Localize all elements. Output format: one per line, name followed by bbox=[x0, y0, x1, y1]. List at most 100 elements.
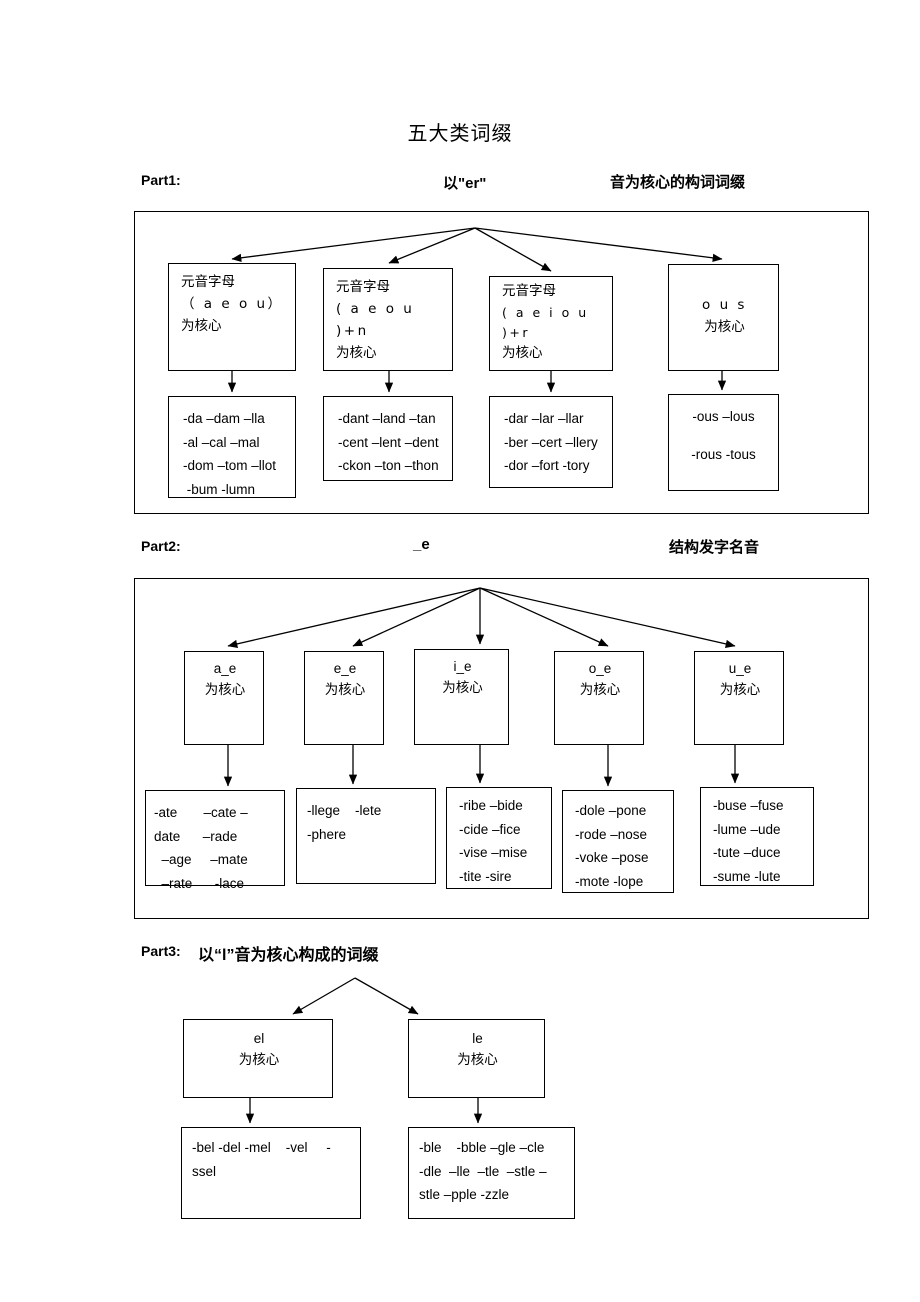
part3-heading: 以“l”音为核心构成的词缀 bbox=[198, 947, 379, 964]
page-title: 五大类词缀 bbox=[407, 123, 513, 145]
part2-suffix-2-row-1: -cide –fice bbox=[459, 821, 521, 837]
part1-frame bbox=[134, 211, 869, 514]
part2-node-3-text: o_e 为核心 bbox=[555, 652, 643, 702]
part3-suffix-1: -ble -bble –gle –cle -dle –lle –tle –stl… bbox=[408, 1127, 575, 1219]
part1-node-2-line1: 元音字母 bbox=[502, 283, 556, 299]
part1-suffix-1: -dant –land –tan -cent –lent –dent -ckon… bbox=[323, 396, 453, 481]
part2-suffix-1-list: -llege -lete -phere bbox=[297, 789, 435, 846]
part2-label: Part2: bbox=[141, 538, 181, 554]
part3-node-0-line2: 为核心 bbox=[238, 1051, 280, 1068]
part2-suffix-0: -ate –cate – date –rade –age –mate –rate… bbox=[145, 790, 285, 891]
part1-node-3-text: o u s 为核心 bbox=[669, 265, 778, 339]
part3-suffix-0-row-1: ssel bbox=[192, 1163, 217, 1179]
part2-node-3-line2: 为核心 bbox=[579, 681, 621, 698]
part2-node-4: u_e 为核心 bbox=[694, 651, 784, 745]
part2-node-4-line1: u_e bbox=[728, 661, 752, 676]
part2-node-0-line1: a_e bbox=[213, 661, 237, 676]
part1-node-2-line2: ( a e i o u )+r bbox=[502, 304, 589, 341]
part1-node-2: 元音字母 ( a e i o u )+r 为核心 bbox=[489, 276, 613, 371]
part1-suffix-2-row-1: -ber –cert –llery bbox=[504, 434, 598, 450]
part3-node-0: el 为核心 bbox=[183, 1019, 333, 1098]
part2-suffix-0-row-0: -ate –cate – bbox=[154, 805, 248, 820]
part1-suffix-1-row-1: -cent –lent –dent bbox=[338, 434, 439, 450]
part1-suffix-2-list: -dar –lar –llar -ber –cert –llery -dor –… bbox=[490, 397, 612, 478]
part1-node-3-line1: o u s bbox=[702, 297, 747, 313]
part1-suffix-0-row-0: -da –dam –lla bbox=[183, 411, 265, 426]
part1-node-1-line2: ( a e o u )+n bbox=[336, 300, 415, 339]
part1-suffix-1-list: -dant –land –tan -cent –lent –dent -ckon… bbox=[324, 397, 452, 478]
part1-suffix-0-row-1: -al –cal –mal bbox=[183, 434, 260, 450]
part1-node-0-line1: 元音字母 bbox=[181, 274, 235, 290]
part1-node-2-line3: 为核心 bbox=[502, 345, 543, 362]
part2-node-2: i_e 为核心 bbox=[414, 649, 509, 745]
part2-suffix-1: -llege -lete -phere bbox=[296, 788, 436, 884]
part1-suffix-2: -dar –lar –llar -ber –cert –llery -dor –… bbox=[489, 396, 613, 488]
part3-suffix-1-list: -ble -bble –gle –cle -dle –lle –tle –stl… bbox=[409, 1128, 574, 1207]
part1-label: Part1: bbox=[141, 172, 181, 188]
part1-node-3-line2: 为核心 bbox=[704, 318, 745, 335]
part2-suffix-4: -buse –fuse -lume –ude -tute –duce -sume… bbox=[700, 787, 814, 886]
part1-suffix-0-row-2: -dom –tom –llot bbox=[183, 458, 277, 474]
part2-node-2-line2: 为核心 bbox=[442, 679, 483, 696]
part2-node-1-line1: e_e bbox=[333, 661, 357, 676]
part2-suffix-4-row-0: -buse –fuse bbox=[713, 798, 784, 813]
part2-suffix-3-row-2: -voke –pose bbox=[575, 850, 649, 866]
part2-node-0-line2: 为核心 bbox=[204, 681, 246, 698]
part2-suffix-2-row-3: -tite -sire bbox=[459, 868, 512, 884]
part1-suffix-2-row-2: -dor –fort -tory bbox=[504, 458, 590, 474]
part3-suffix-1-row-0: -ble -bble –gle –cle bbox=[419, 1140, 545, 1155]
part1-node-3: o u s 为核心 bbox=[668, 264, 779, 371]
part2-node-1-text: e_e 为核心 bbox=[305, 652, 383, 702]
part2-suffix-4-row-1: -lume –ude bbox=[713, 821, 781, 837]
part3-suffix-0-row-0: -bel -del -mel -vel - bbox=[192, 1140, 331, 1155]
part1-node-1-line3: 为核心 bbox=[336, 344, 377, 361]
part1-right-text: 音为核心的构词词缀 bbox=[610, 174, 746, 191]
part1-suffix-0-list: -da –dam –lla -al –cal –mal -dom –tom –l… bbox=[169, 397, 295, 502]
part2-suffix-3-row-0: -dole –pone bbox=[575, 803, 647, 818]
part2-node-4-text: u_e 为核心 bbox=[695, 652, 783, 702]
part3-suffix-0-list: -bel -del -mel -vel - ssel bbox=[182, 1128, 360, 1183]
part1-node-0-line3: 为核心 bbox=[181, 317, 222, 334]
part2-suffix-2-row-0: -ribe –bide bbox=[459, 798, 523, 813]
part3-node-1: le 为核心 bbox=[408, 1019, 545, 1098]
part3-node-1-line1: le bbox=[472, 1031, 483, 1046]
part3-fan-arrows bbox=[292, 977, 419, 1015]
part2-suffix-4-list: -buse –fuse -lume –ude -tute –duce -sume… bbox=[701, 788, 813, 889]
part1-suffix-3-row-1 bbox=[669, 429, 778, 443]
part3-label: Part3: bbox=[141, 943, 181, 959]
part1-node-2-text: 元音字母 ( a e i o u )+r 为核心 bbox=[490, 277, 612, 365]
part2-suffix-2: -ribe –bide -cide –fice -vise –mise -tit… bbox=[446, 787, 552, 889]
part3-suffix-0: -bel -del -mel -vel - ssel bbox=[181, 1127, 361, 1219]
part1-node-1-line1: 元音字母 bbox=[336, 279, 390, 295]
part2-suffix-0-row-2: –age –mate bbox=[154, 852, 248, 868]
part2-node-0: a_e 为核心 bbox=[184, 651, 264, 745]
part1-suffix-1-row-0: -dant –land –tan bbox=[338, 411, 436, 426]
part2-node-2-text: i_e 为核心 bbox=[415, 650, 508, 700]
part1-node-0-line2: （ a e o u） bbox=[181, 295, 284, 312]
part2-suffix-3: -dole –pone -rode –nose -voke –pose -mot… bbox=[562, 790, 674, 893]
part2-suffix-4-row-2: -tute –duce bbox=[713, 845, 781, 861]
part1-suffix-2-row-0: -dar –lar –llar bbox=[504, 411, 584, 426]
part1-suffix-3-list: -ous –lous -rous -tous bbox=[669, 395, 778, 466]
part1-node-0-text: 元音字母 （ a e o u） 为核心 bbox=[169, 264, 295, 338]
part2-suffix-1-row-0: -llege -lete bbox=[307, 803, 382, 818]
part2-suffix-2-row-2: -vise –mise bbox=[459, 845, 528, 861]
part1-suffix-0: -da –dam –lla -al –cal –mal -dom –tom –l… bbox=[168, 396, 296, 498]
part2-node-2-line1: i_e bbox=[453, 659, 472, 674]
part1-suffix-1-row-2: -ckon –ton –thon bbox=[338, 458, 439, 474]
part2-suffix-0-row-3: –rate -lace bbox=[154, 875, 245, 891]
part2-right-text: 结构发字名音 bbox=[669, 539, 760, 556]
part3-node-0-text: el 为核心 bbox=[184, 1020, 332, 1072]
part2-suffix-0-row-1: date –rade bbox=[154, 828, 238, 844]
part3-node-1-line2: 为核心 bbox=[457, 1051, 498, 1068]
part1-middle-text: 以"er" bbox=[443, 175, 487, 192]
part1-node-1-text: 元音字母 ( a e o u )+n 为核心 bbox=[324, 269, 452, 364]
part2-suffix-1-row-1: -phere bbox=[307, 826, 347, 842]
part1-suffix-3-row-0: -ous –lous bbox=[692, 409, 755, 424]
part3-down-arrows bbox=[245, 1098, 483, 1124]
part2-suffix-4-row-3: -sume -lute bbox=[713, 868, 781, 884]
part2-node-3: o_e 为核心 bbox=[554, 651, 644, 745]
part2-middle-text: _e bbox=[413, 536, 430, 553]
part2-suffix-3-row-1: -rode –nose bbox=[575, 826, 648, 842]
